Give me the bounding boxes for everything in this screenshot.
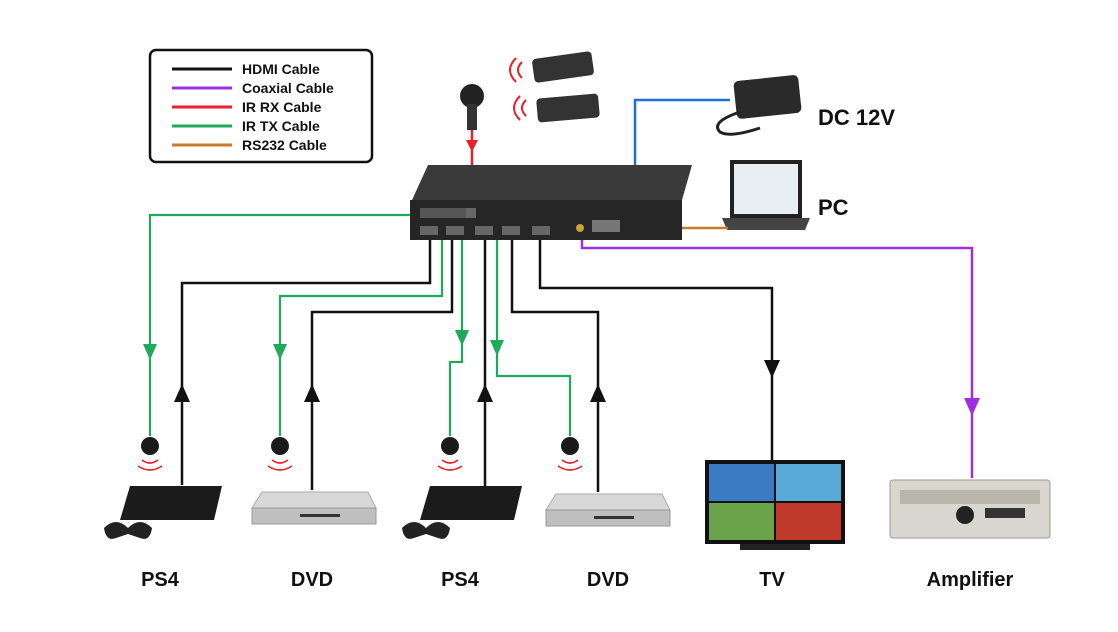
legend-label: HDMI Cable: [242, 61, 320, 77]
hdmi-matrix-device: [410, 165, 692, 240]
hdmi-cable-tv: [538, 240, 774, 462]
dc-label: DC 12V: [818, 105, 895, 130]
dvd-player-icon: [545, 493, 671, 527]
amplifier-label: Amplifier: [927, 569, 1014, 591]
legend-label: Coaxial Cable: [242, 80, 334, 96]
legend-label: IR RX Cable: [242, 99, 322, 115]
ps4-label: PS4: [141, 569, 180, 591]
power-adapter-icon: [716, 75, 802, 136]
ir-emitter-icon: [267, 437, 293, 471]
tv-label: TV: [759, 569, 785, 591]
ir-emitter-icons: [137, 437, 583, 471]
ir-emitter-icon: [137, 437, 163, 471]
dvd-label: DVD: [587, 569, 629, 591]
amplifier-icon: [889, 479, 1051, 539]
legend-label: RS232 Cable: [242, 137, 327, 153]
ps4-console-icon: [402, 486, 522, 539]
ir-receiver-icon: [460, 84, 484, 130]
dvd-player-icon: [251, 491, 377, 525]
coaxial-cable: [580, 236, 974, 478]
ps4-console-icon: [104, 486, 222, 539]
ir-emitter-icon: [557, 437, 583, 471]
ps4-label: PS4: [441, 569, 480, 591]
legend-label: IR TX Cable: [242, 118, 320, 134]
pc-label: PC: [818, 195, 849, 220]
ir-emitter-icon: [437, 437, 463, 471]
remote-control-icon: [509, 51, 600, 123]
laptop-icon: [722, 160, 810, 230]
hdmi-input-cables: [180, 240, 600, 492]
ir-tx-cables: [148, 213, 572, 436]
tv-icon: [705, 460, 845, 550]
dvd-label: DVD: [291, 569, 333, 591]
